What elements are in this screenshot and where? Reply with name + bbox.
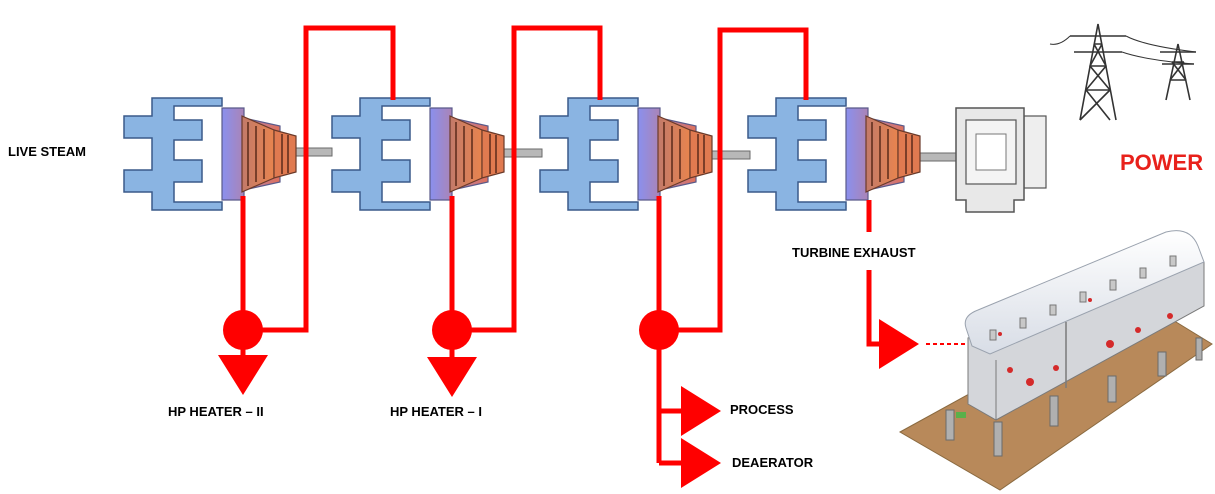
label-hp-heater-ii: HP HEATER – II xyxy=(168,404,264,419)
junction-node-hp1 xyxy=(432,310,472,350)
turbine-stage-3-icon xyxy=(539,97,713,211)
turbine-stage-2-icon xyxy=(331,97,505,211)
label-turbine-exhaust: TURBINE EXHAUST xyxy=(792,245,916,260)
generator-icon xyxy=(955,107,1047,213)
junction-node-hp2 xyxy=(223,310,263,350)
turbine-stage-4-icon xyxy=(747,97,921,211)
air-cooled-condenser-icon xyxy=(898,230,1213,491)
label-power: POWER xyxy=(1120,150,1204,175)
transmission-tower-icon xyxy=(1049,23,1197,121)
label-live-steam: LIVE STEAM xyxy=(8,144,87,159)
turbine-stage-1-icon xyxy=(123,97,297,211)
junction-node-process xyxy=(639,310,679,350)
label-deaerator: DEAERATOR xyxy=(732,455,814,470)
label-hp-heater-i: HP HEATER – I xyxy=(390,404,482,419)
steam-piping xyxy=(218,25,919,488)
label-process: PROCESS xyxy=(730,402,794,417)
